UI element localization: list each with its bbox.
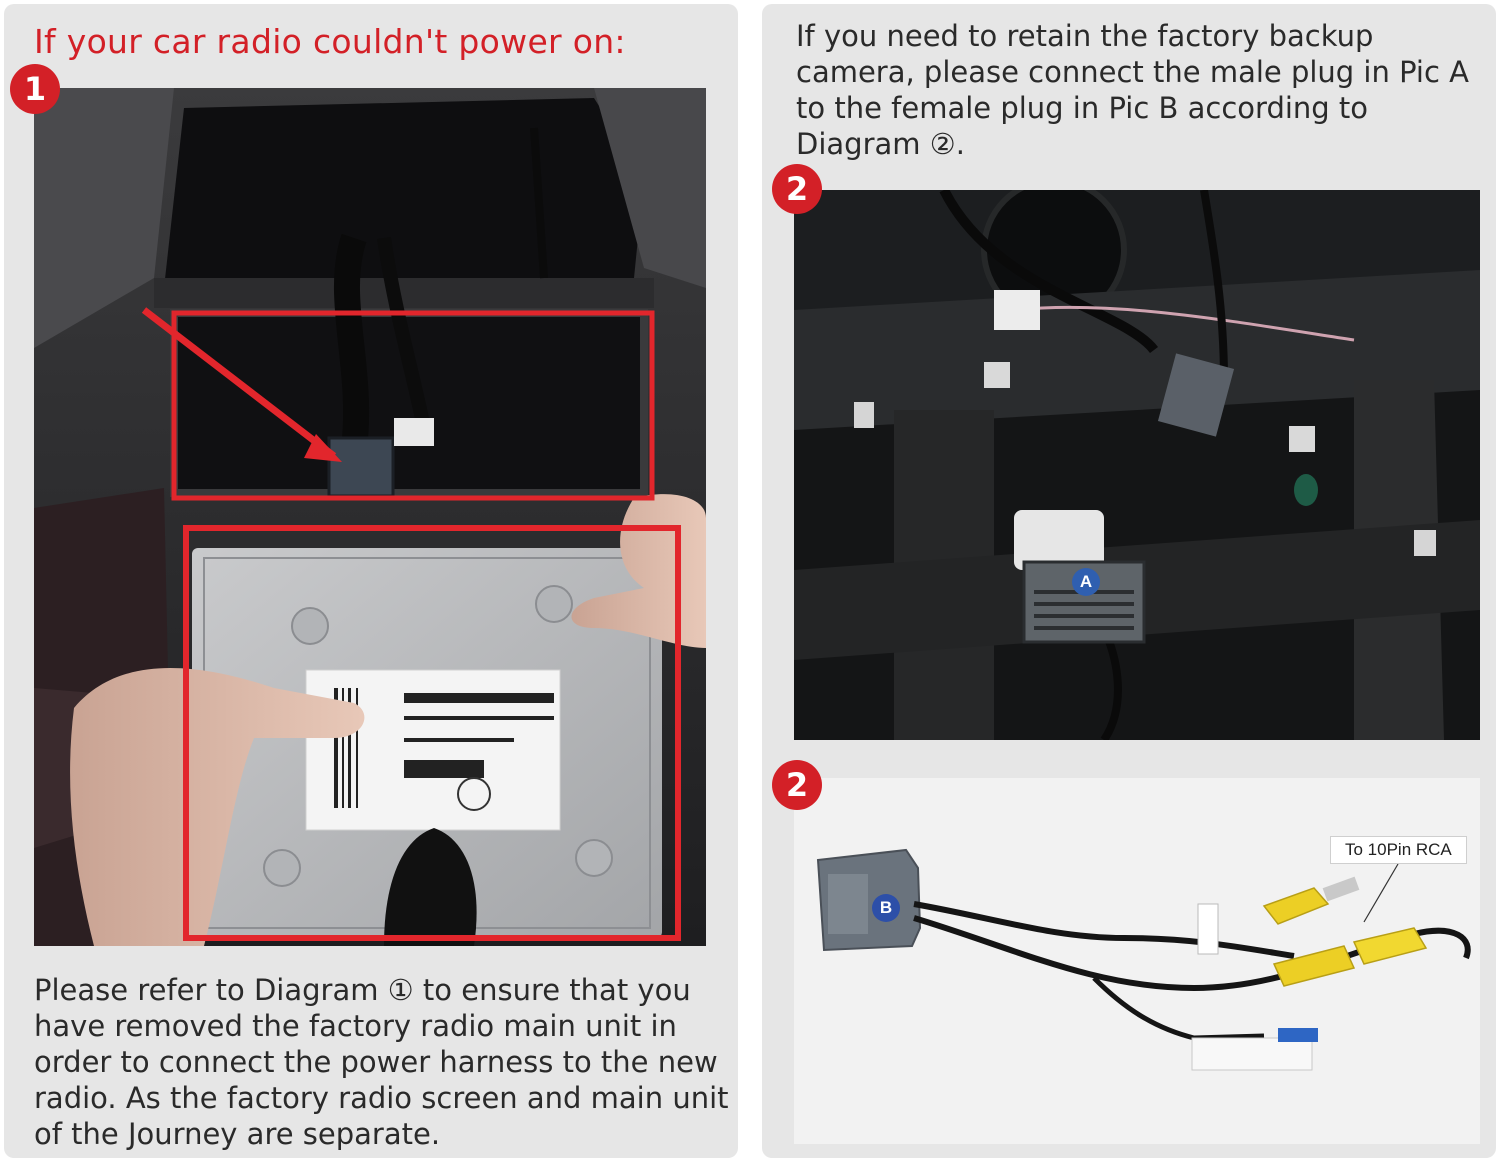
dashboard-connector-illustration: [794, 190, 1480, 740]
backup-camera-description: If you need to retain the factory backup…: [796, 19, 1469, 161]
left-panel: If your car radio couldn't power on: 1: [4, 4, 738, 1158]
diagram-1-badge: 1: [10, 64, 60, 114]
harness-cable-photo: B To 10Pin RCA: [794, 778, 1480, 1144]
harness-cable-illustration: [794, 778, 1480, 1144]
diagram-2-badge-top: 2: [772, 164, 822, 214]
rca-callout-label: To 10Pin RCA: [1330, 836, 1467, 864]
diagram-2-badge-bottom: 2: [772, 760, 822, 810]
right-panel: If you need to retain the factory backup…: [762, 4, 1496, 1158]
plug-b-marker: B: [872, 894, 900, 922]
dashboard-radio-photo: [34, 88, 706, 946]
plug-a-marker: A: [1072, 568, 1100, 596]
power-issue-description: Please refer to Diagram ① to ensure that…: [34, 973, 729, 1151]
dashboard-radio-illustration: [34, 88, 706, 946]
power-issue-heading: If your car radio couldn't power on:: [34, 22, 626, 61]
dashboard-connector-photo: A: [794, 190, 1480, 740]
